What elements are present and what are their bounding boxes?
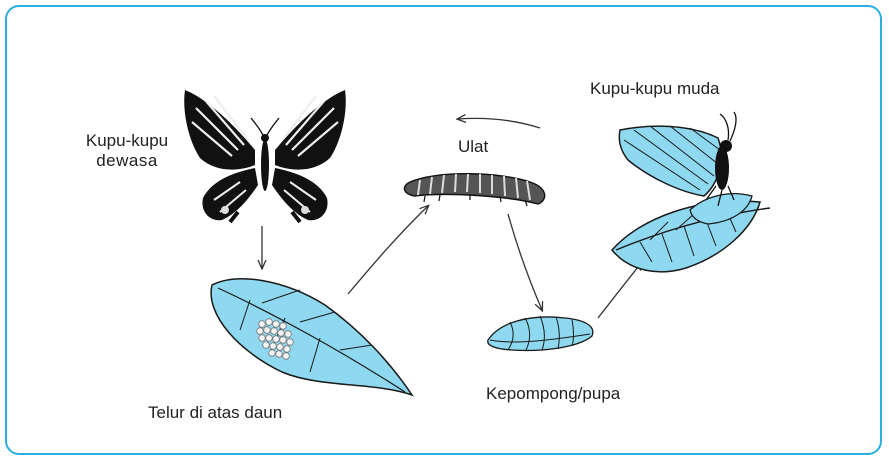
leaf-with-eggs [211, 279, 412, 395]
label-adult-line2: dewasa [68, 151, 186, 171]
label-eggs: Telur di atas daun [148, 403, 282, 423]
caterpillar [404, 174, 544, 206]
adult-butterfly [184, 90, 346, 222]
label-pupa: Kepompong/pupa [486, 384, 620, 404]
arrow-caterpillar-to-pupa [508, 214, 542, 310]
young-butterfly-on-leaf [612, 112, 770, 272]
pupa [488, 316, 593, 350]
arrow-young-to-caterpillar [458, 118, 540, 128]
label-young-butterfly: Kupu-kupu muda [590, 79, 719, 99]
arrow-eggs-to-caterpillar [348, 206, 428, 294]
arrow-pupa-to-young [598, 262, 642, 318]
label-adult-line1: Kupu-kupu [68, 131, 186, 151]
label-caterpillar: Ulat [458, 137, 488, 157]
label-adult-butterfly: Kupu-kupu dewasa [68, 131, 186, 172]
